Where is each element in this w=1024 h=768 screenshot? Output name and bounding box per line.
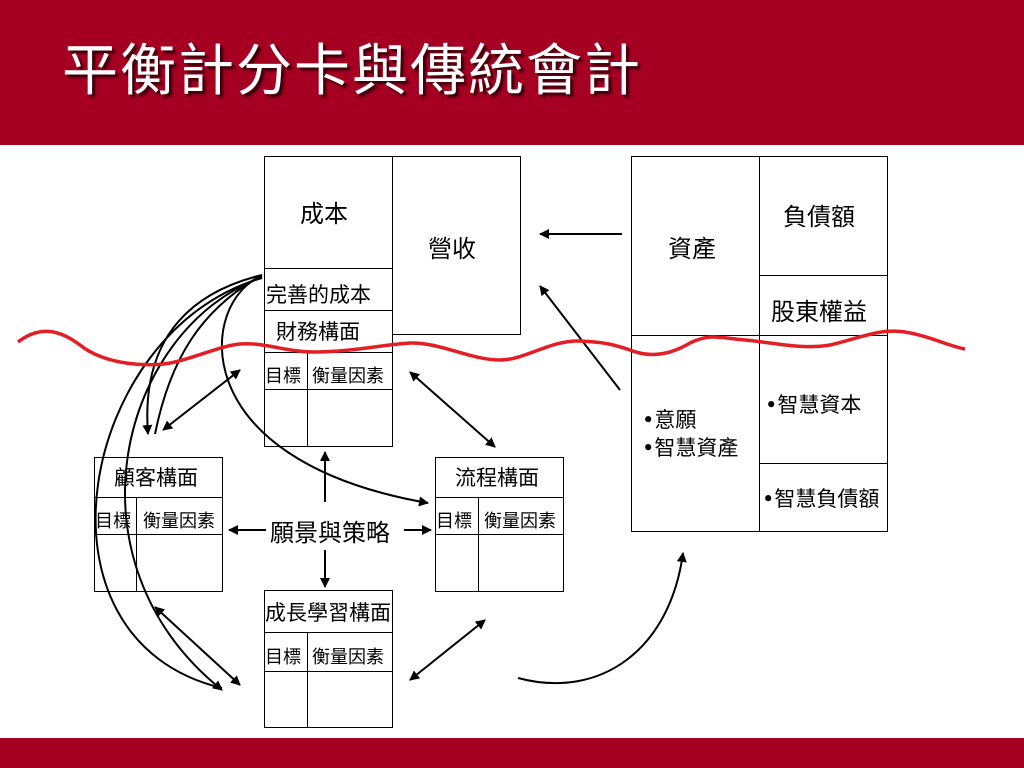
curve-cost-to-learning-b	[94, 277, 263, 689]
arrow-customer-learning	[154, 606, 241, 686]
financial-col-header-divider	[264, 389, 393, 390]
learning-header-divider	[264, 632, 393, 633]
learning-goal-header: 目標	[265, 647, 301, 668]
process-col-header-divider	[435, 534, 564, 535]
customer-header-divider	[94, 497, 223, 498]
learning-col-divider	[307, 632, 308, 728]
customer-col-divider	[136, 497, 137, 592]
arrow-financial-process	[409, 371, 496, 448]
learning-perspective-box	[264, 590, 393, 728]
learning-col-header-divider	[264, 671, 393, 672]
balance-traditional-divider	[631, 335, 888, 336]
liabilities-label: 負債額	[783, 203, 855, 231]
improved-cost-label: 完善的成本	[266, 283, 371, 307]
arrow-vision-to-income	[539, 285, 621, 391]
balance-col-divider	[759, 156, 760, 532]
process-goal-header: 目標	[436, 511, 472, 532]
income-divider	[392, 156, 393, 335]
process-col-divider	[478, 497, 479, 592]
financial-goal-header: 目標	[265, 366, 301, 387]
financial-perspective-title: 財務構面	[276, 320, 360, 344]
process-measure-header: 衡量因素	[484, 511, 556, 532]
footer-bar	[0, 738, 1024, 768]
customer-perspective-title: 顧客構面	[114, 466, 198, 490]
title-bar	[0, 0, 1024, 145]
process-perspective-title: 流程構面	[455, 466, 539, 490]
process-perspective-box	[435, 457, 564, 592]
intellectual-liabilities-label: •智慧負債額	[762, 487, 880, 511]
arrow-learning-process	[409, 619, 486, 681]
curve-cost-to-process	[220, 275, 429, 507]
customer-measure-header: 衡量因素	[143, 511, 215, 532]
curve-cost-to-customer-b	[154, 274, 263, 435]
financial-measure-header: 衡量因素	[312, 366, 384, 387]
intellectual-capital-label: •智慧資本	[765, 393, 862, 417]
cost-label: 成本	[300, 200, 348, 228]
learning-perspective-title: 成長學習構面	[265, 601, 391, 625]
curve-cost-to-customer-a	[142, 274, 263, 435]
curve-cost-to-learning-a	[124, 276, 263, 691]
financial-col-divider	[307, 352, 308, 447]
curve-learning-to-balance	[517, 552, 687, 685]
equity-label: 股東權益	[771, 298, 867, 326]
customer-col-header-divider	[94, 534, 223, 535]
cost-divider	[264, 268, 393, 269]
customer-goal-header: 目標	[95, 511, 131, 532]
customer-perspective-box	[94, 457, 223, 592]
revenue-label: 營收	[428, 235, 476, 263]
vision-strategy-label: 願景與策略	[270, 519, 390, 547]
slide-title: 平衡計分卡與傳統會計	[62, 39, 642, 104]
separator-wave	[16, 329, 966, 367]
vision-item-willingness: •意願	[642, 408, 697, 432]
learning-measure-header: 衡量因素	[312, 647, 384, 668]
process-header-divider	[435, 497, 564, 498]
financial-perspective-box	[264, 310, 393, 447]
assets-label: 資產	[668, 235, 716, 263]
liability-equity-divider	[759, 275, 888, 276]
vision-item-intellectual-assets: •智慧資產	[642, 436, 739, 460]
intellectual-divider	[759, 463, 888, 464]
